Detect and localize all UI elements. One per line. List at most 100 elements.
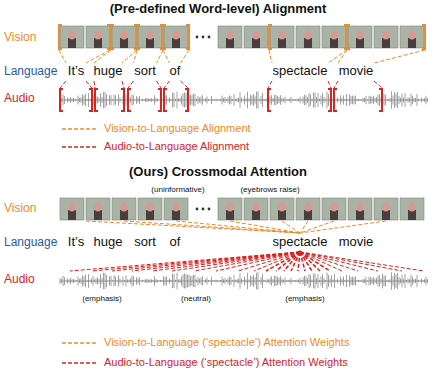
frame-face xyxy=(305,31,312,40)
frame-face xyxy=(305,203,312,212)
frame-bg xyxy=(86,198,110,220)
vision-bracket xyxy=(269,25,347,49)
frame-face xyxy=(279,203,286,212)
frame-face xyxy=(409,31,416,40)
word: spectacle xyxy=(273,64,328,79)
vision-bracket xyxy=(111,25,137,49)
legend-label: Audio-to-Language (‘spectacle’) Attentio… xyxy=(104,356,348,369)
audio-bracket xyxy=(268,89,331,111)
frame-bg xyxy=(374,198,398,220)
vision-alignment-line xyxy=(328,50,347,63)
vision-alignment-line xyxy=(338,50,347,63)
audio-alignment-line xyxy=(181,81,189,88)
frame-face xyxy=(279,31,286,40)
video-frame xyxy=(244,198,268,220)
frame-bg xyxy=(218,26,242,48)
vision-bracket xyxy=(59,25,110,49)
frame-bg xyxy=(374,26,398,48)
frame-bg xyxy=(60,198,84,220)
vision-attention-line xyxy=(176,221,300,233)
frame-bg xyxy=(138,26,162,48)
ellipsis-dot xyxy=(208,36,211,39)
frame-bg xyxy=(244,26,268,48)
audio-waveform xyxy=(60,91,428,109)
vision-bracket xyxy=(347,25,425,49)
waveform-axis xyxy=(60,100,428,101)
ellipsis-dot xyxy=(202,36,205,39)
legend-line xyxy=(62,128,98,130)
video-frame xyxy=(218,26,242,48)
frame-bg xyxy=(60,26,84,48)
frame-bg xyxy=(296,198,320,220)
vision-alignment-line xyxy=(94,50,111,63)
annotation: (emphasis) xyxy=(82,294,122,303)
video-frame xyxy=(164,26,188,48)
frame-bg xyxy=(112,26,136,48)
video-frame xyxy=(86,26,110,48)
frame-bg xyxy=(164,26,188,48)
frame-face xyxy=(383,203,390,212)
vision-attention-line xyxy=(282,221,300,233)
attention-source-dot xyxy=(298,251,303,256)
video-frame xyxy=(322,26,346,48)
audio-attention-line xyxy=(284,252,300,271)
modality-label: Vision xyxy=(4,31,36,45)
frame-bg xyxy=(270,198,294,220)
audio-attention-line xyxy=(276,252,300,271)
frame-bg xyxy=(296,26,320,48)
audio-bracket xyxy=(128,89,161,111)
frame-bg xyxy=(348,198,372,220)
video-frame xyxy=(400,26,424,48)
vision-alignment-line xyxy=(181,50,190,63)
audio-attention-line xyxy=(300,252,424,271)
frame-bg xyxy=(244,198,268,220)
video-frame xyxy=(218,198,242,220)
frame-bg xyxy=(322,198,346,220)
modality-label: Audio xyxy=(4,92,35,106)
video-frame xyxy=(60,198,84,220)
legend-label: Audio-to-Language Alignment xyxy=(104,140,249,153)
ellipsis-dot xyxy=(196,36,199,39)
video-frame xyxy=(348,198,372,220)
vision-alignment-line xyxy=(122,50,137,63)
word: huge xyxy=(94,235,123,250)
audio-attention-line xyxy=(238,252,300,271)
frame-face xyxy=(173,203,180,212)
vision-attention-line xyxy=(300,221,386,233)
frame-face xyxy=(69,203,76,212)
audio-attention-line xyxy=(300,252,320,271)
frame-bg xyxy=(86,26,110,48)
audio-alignment-line xyxy=(86,81,92,88)
ellipsis-dot xyxy=(208,208,211,211)
video-frame xyxy=(296,26,320,48)
frame-bg xyxy=(138,198,162,220)
video-frame xyxy=(400,198,424,220)
audio-attention-line xyxy=(92,252,300,271)
vision-attention-line xyxy=(230,221,300,233)
audio-alignment-line xyxy=(94,81,95,88)
audio-attention-line xyxy=(152,252,300,271)
annotation: (eyebrows raise) xyxy=(240,185,299,194)
legend-line xyxy=(62,342,98,344)
vision-attention-line xyxy=(124,221,300,233)
audio-attention-line xyxy=(194,252,300,271)
frame-face xyxy=(227,203,234,212)
modality-label: Vision xyxy=(4,202,36,216)
frame-bg xyxy=(400,198,424,220)
word: movie xyxy=(339,64,374,79)
audio-alignment-line xyxy=(334,81,338,88)
video-frame xyxy=(60,26,84,48)
ellipsis-dot xyxy=(196,208,199,211)
video-frame xyxy=(322,198,346,220)
audio-alignment-line xyxy=(122,81,124,88)
audio-attention-line xyxy=(112,252,300,271)
frame-bg xyxy=(348,26,372,48)
video-frame xyxy=(244,26,268,48)
audio-bracket xyxy=(164,89,188,111)
frame-face xyxy=(95,203,102,212)
frame-bg xyxy=(400,26,424,48)
video-frame xyxy=(348,26,372,48)
frame-face xyxy=(147,203,154,212)
